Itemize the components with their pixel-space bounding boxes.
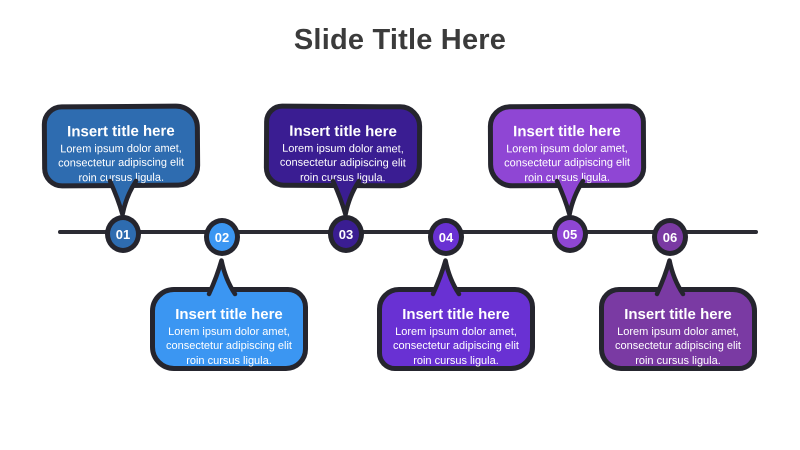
callout-tail-04 [430,258,462,297]
timeline-node-number-03: 03 [338,226,354,242]
timeline-node-01[interactable]: 01 [105,215,141,253]
callout-bubble-06[interactable]: Insert title here Lorem ipsum dolor amet… [599,287,757,371]
callout-tail-06 [654,258,686,297]
callout-body-02: Lorem ipsum dolor amet, consectetur adip… [166,326,292,367]
callout-body-04: Lorem ipsum dolor amet, consectetur adip… [393,326,519,367]
callout-body-05: Lorem ipsum dolor amet, consectetur adip… [504,142,631,184]
timeline-line [58,230,758,234]
callout-bubble-03[interactable]: Insert title here Lorem ipsum dolor amet… [263,103,423,189]
timeline-node-number-06: 06 [662,229,678,245]
timeline-node-02[interactable]: 02 [204,218,240,256]
slide-title[interactable]: Slide Title Here [293,24,507,56]
callout-title-06: Insert title here [624,306,732,323]
callout-body-01: Lorem ipsum dolor amet, consectetur adip… [58,142,185,184]
callout-title-04: Insert title here [402,306,510,323]
timeline-node-number-05: 05 [562,226,578,242]
timeline-node-04[interactable]: 04 [428,218,464,256]
callout-tail-03 [330,178,362,217]
callout-tail-01 [107,178,139,217]
callout-tail-02 [206,258,238,297]
timeline-node-03[interactable]: 03 [328,215,364,253]
timeline-node-number-01: 01 [115,226,131,242]
callout-title-03: Insert title here [289,122,397,141]
timeline-node-number-02: 02 [214,229,230,245]
callout-title-05: Insert title here [513,122,621,141]
callout-body-03: Lorem ipsum dolor amet, consectetur adip… [279,142,406,184]
timeline-node-05[interactable]: 05 [552,215,588,253]
timeline-node-number-04: 04 [438,229,454,245]
callout-title-01: Insert title here [67,122,175,141]
callout-bubble-02[interactable]: Insert title here Lorem ipsum dolor amet… [150,287,308,371]
timeline-node-06[interactable]: 06 [652,218,688,256]
callout-bubble-05[interactable]: Insert title here Lorem ipsum dolor amet… [487,103,647,189]
callout-bubble-01[interactable]: Insert title here Lorem ipsum dolor amet… [41,103,201,189]
callout-tail-05 [554,178,586,217]
callout-body-06: Lorem ipsum dolor amet, consectetur adip… [615,326,741,367]
callout-title-02: Insert title here [175,306,283,323]
callout-bubble-04[interactable]: Insert title here Lorem ipsum dolor amet… [377,287,535,371]
